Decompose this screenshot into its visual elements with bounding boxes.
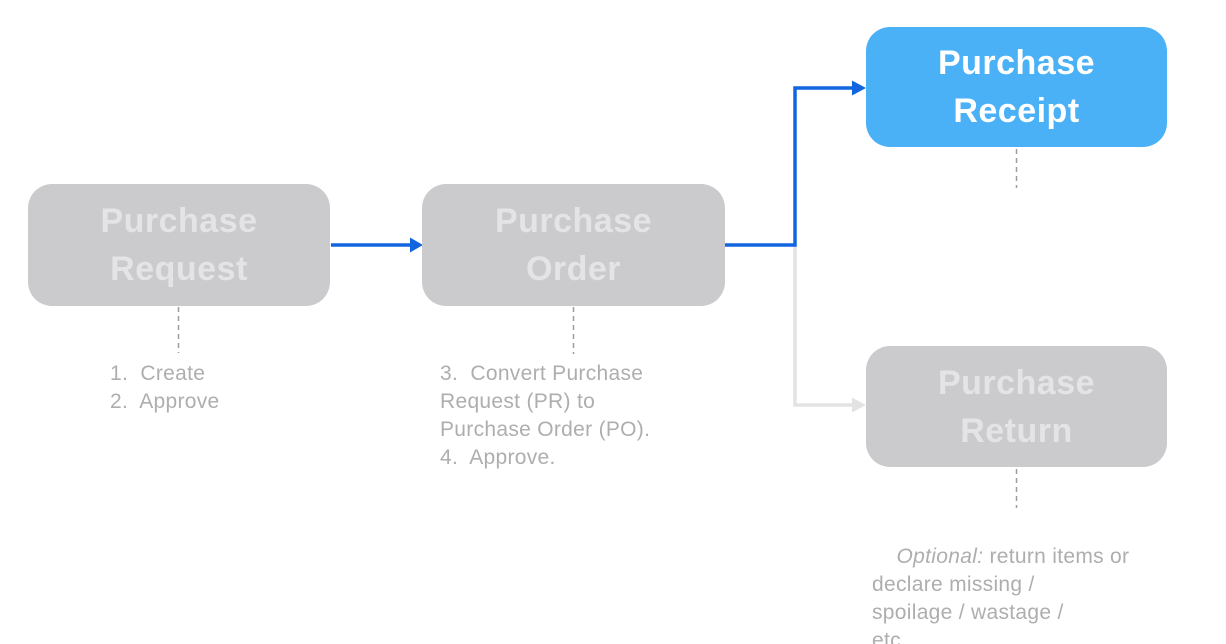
- note-purchase-return-optional: Optional: return items or declare missin…: [872, 515, 1129, 644]
- note-optional-body: return items or declare missing / spoila…: [872, 545, 1130, 644]
- node-label-purchase-order: Purchase Order: [494, 202, 653, 288]
- arrow-order-to-receipt-line: [725, 86, 852, 247]
- note-purchase-order-steps: 3. Convert Purchase Request (PR) to Purc…: [440, 362, 651, 469]
- flow-node-purchase-order: Purchase Order: [422, 184, 725, 306]
- flow-node-purchase-request: Purchase Request: [28, 184, 330, 306]
- note-optional-prefix: Optional:: [896, 545, 984, 568]
- arrow-order-to-return-line: [793, 246, 852, 407]
- node-label-purchase-request: Purchase Request: [100, 202, 258, 288]
- flow-node-purchase-return: Purchase Return: [866, 346, 1167, 467]
- flow-node-purchase-receipt: Purchase Receipt: [866, 27, 1167, 147]
- note-purchase-request-steps: 1. Create 2. Approve: [110, 362, 220, 413]
- arrow-order-to-return-head: [852, 397, 866, 413]
- node-label-purchase-return: Purchase Return: [937, 363, 1096, 450]
- node-label-purchase-receipt: Purchase Receipt: [937, 44, 1096, 130]
- arrow-order-to-receipt-head: [852, 80, 866, 96]
